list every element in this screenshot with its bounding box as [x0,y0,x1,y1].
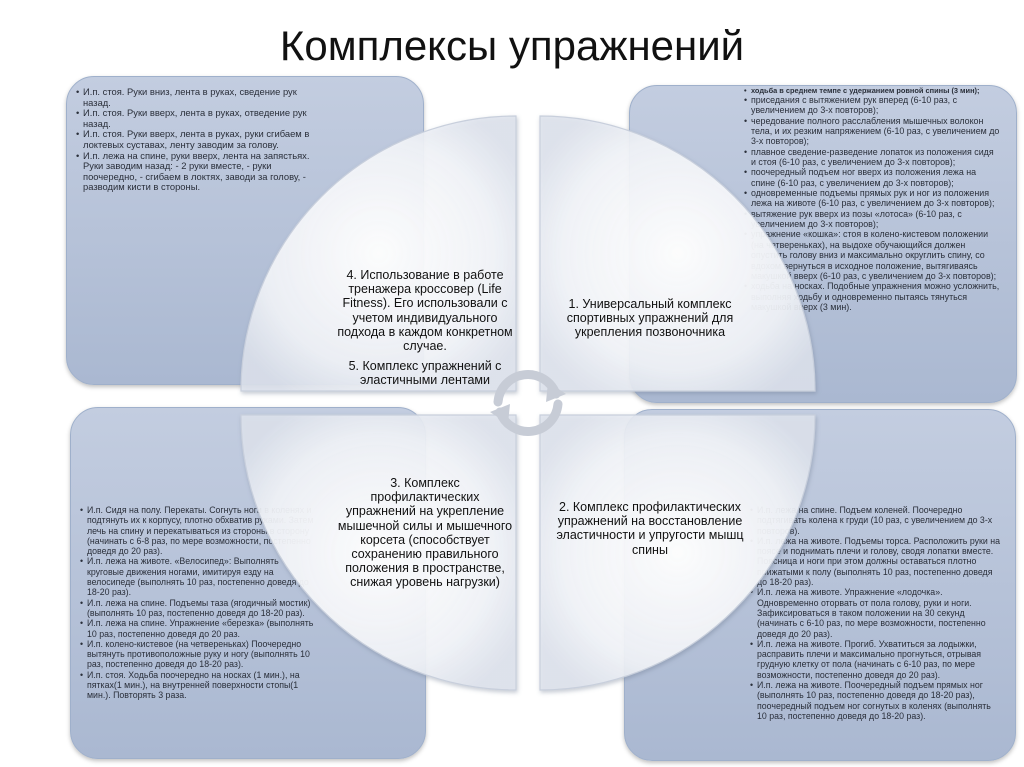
list-item: И.п. Сидя на полу. Перекаты. Согнуть ног… [80,505,316,556]
arrow-head-icon [546,382,566,402]
list-item: И.п. лежа на спине. Подъем коленей. Пооч… [750,505,1002,536]
list-item: И.п. лежа на спине. Подъемы таза (ягодич… [80,598,316,619]
list-item: И.п. лежа на спине. Упражнение «березка»… [80,618,316,639]
list-item: И.п. колено-кистевое (на четвереньках) П… [80,639,316,670]
quadrant-top-left-line: 5. Комплекс упражнений с эластичными лен… [348,359,502,388]
list-item: И.п. лежа на животе. Упражнение «лодочка… [750,587,1002,638]
list-item: ходьба в среднем темпе с удержанием ровн… [744,86,1000,95]
list-item: упражнение «кошка»: стоя в колено-кистев… [744,229,1000,281]
quadrant-top-left-label: 4. Использование в работе тренажера крос… [330,268,520,394]
list-item: одновременные подъемы прямых рук и ног и… [744,188,1000,209]
page-title: Комплексы упражнений [279,22,745,69]
list-item: И.п. лежа на животе. «Велосипед»: Выполн… [80,556,316,597]
list-item: И.п. стоя. Руки вниз, лента в руках, све… [76,86,316,108]
list-item: И.п. лежа на животе. Прогиб. Ухватиться … [750,639,1002,680]
quadrant-bottom-right-label: 2. Комплекс профилактических упражнений … [556,500,744,557]
quadrant-top-left-line: 4. Использование в работе тренажера крос… [337,268,513,354]
quadrant-bottom-left-label: 3. Комплекс профилактических упражнений … [337,476,513,590]
list-item: И.п. лежа на спине, руки вверх, лента на… [76,150,316,193]
list-item: И.п. стоя. Руки вверх, лента в руках, от… [76,107,316,129]
list-item: И.п. стоя. Руки вверх, лента в руках, ру… [76,129,316,150]
list-item: приседания с вытяжением рук вперед (6-10… [744,95,1000,116]
list-item: плавное сведение-разведение лопаток из п… [744,147,1000,168]
arrow-head-icon [490,404,510,424]
box-bottom-right-list: И.п. лежа на спине. Подъем коленей. Пооч… [750,505,1002,721]
list-item: вытяжение рук вверх из позы «лотоса» (6-… [744,209,1000,230]
quadrant-top-right-label: 1. Универсальный комплекс спортивных упр… [566,297,734,340]
box-top-left-list: И.п. стоя. Руки вниз, лента в руках, све… [76,86,316,193]
list-item: И.п. стоя. Ходьба поочередно на носках (… [80,670,316,701]
list-item: чередование полного расслабления мышечны… [744,116,1000,147]
list-item: И.п. лежа на животе. Поочередный подъем … [750,680,1002,721]
list-item: И.п. лежа на животе. Подъемы торса. Расп… [750,536,1002,587]
list-item: поочередный подъем ног вверх из положени… [744,167,1000,188]
box-top-right-list: ходьба в среднем темпе с удержанием ровн… [744,86,1000,312]
list-item: ходьба на носках. Подобные упражнения мо… [744,281,1000,312]
box-bottom-left-list: И.п. Сидя на полу. Перекаты. Согнуть ног… [80,505,316,701]
